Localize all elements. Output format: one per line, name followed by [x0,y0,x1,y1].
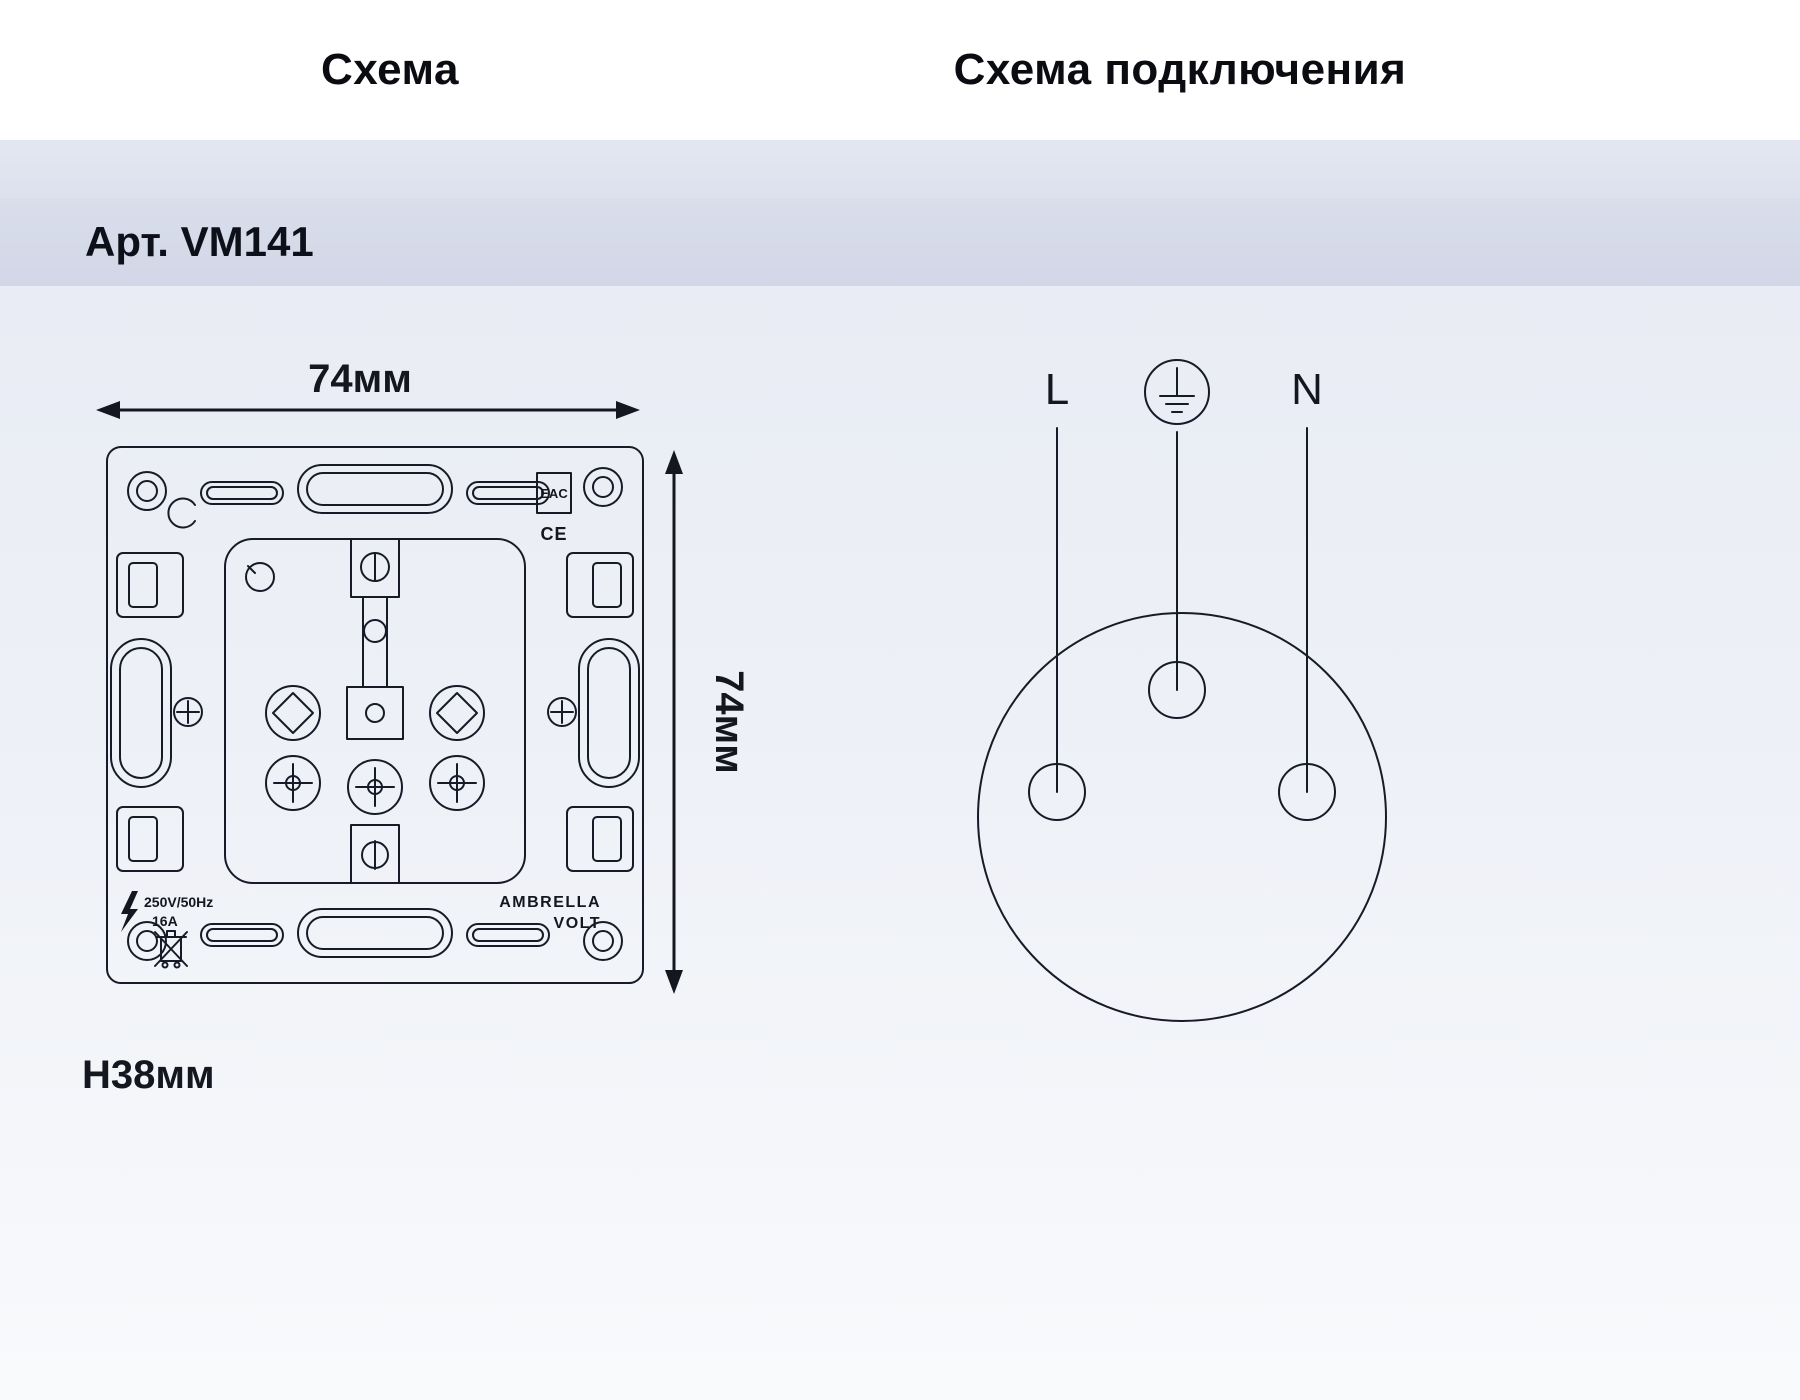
terminal-screws [265,755,485,815]
weee-bin-icon [154,930,188,969]
left-fixtures [110,552,203,872]
top-slots [200,464,550,514]
height-dimension: 74мм [665,450,751,994]
socket-mechanism: 250V/50Hz 16A AMBRELLA VOLT [106,446,644,984]
height-label: 74мм [707,670,751,774]
depth-label: H38мм [82,1053,215,1097]
width-label: 74мм [308,357,412,401]
voltage-label: 250V/50Hz [144,894,213,910]
line-contact [1028,763,1086,821]
brand-markings: AMBRELLA VOLT [499,894,601,932]
content-area: 74мм 74мм H38мм [0,286,1800,1400]
bottom-slots [200,908,550,958]
brand-name: AMBRELLA [499,894,601,911]
right-panel-title: Схема подключения [953,45,1407,94]
socket-face [977,612,1387,1022]
current-label: 16A [152,913,178,929]
mounting-holes [127,467,623,961]
eac-mark: EAC [540,486,568,501]
outer-frame [106,446,644,984]
line-wire-label: L [1045,365,1069,414]
article-number: Арт. VM141 [85,218,314,265]
right-fixtures [547,552,640,872]
mechanism-drawing: 74мм 74мм H38мм [82,357,751,1097]
wiring-diagram: L N [977,359,1387,1022]
ce-mark: CE [540,524,567,544]
neutral-contact [1278,763,1336,821]
ratings-markings: 250V/50Hz 16A [121,891,213,969]
ground-symbol-icon [1144,359,1210,425]
divider-band [0,140,1800,198]
wires [1056,427,1308,793]
neutral-wire-label: N [1291,365,1323,414]
article-band: Арт. VM141 [0,198,1800,286]
left-panel-title: Схема [321,45,459,94]
clip-mark [167,497,196,529]
central-mechanism [224,538,526,884]
cert-markings: EAC CE [536,472,572,544]
brand-name-2: VOLT [554,915,601,932]
width-dimension: 74мм [96,357,640,419]
lightning-icon [121,891,138,932]
socket-body [977,612,1387,1022]
ground-contact [1148,661,1206,719]
